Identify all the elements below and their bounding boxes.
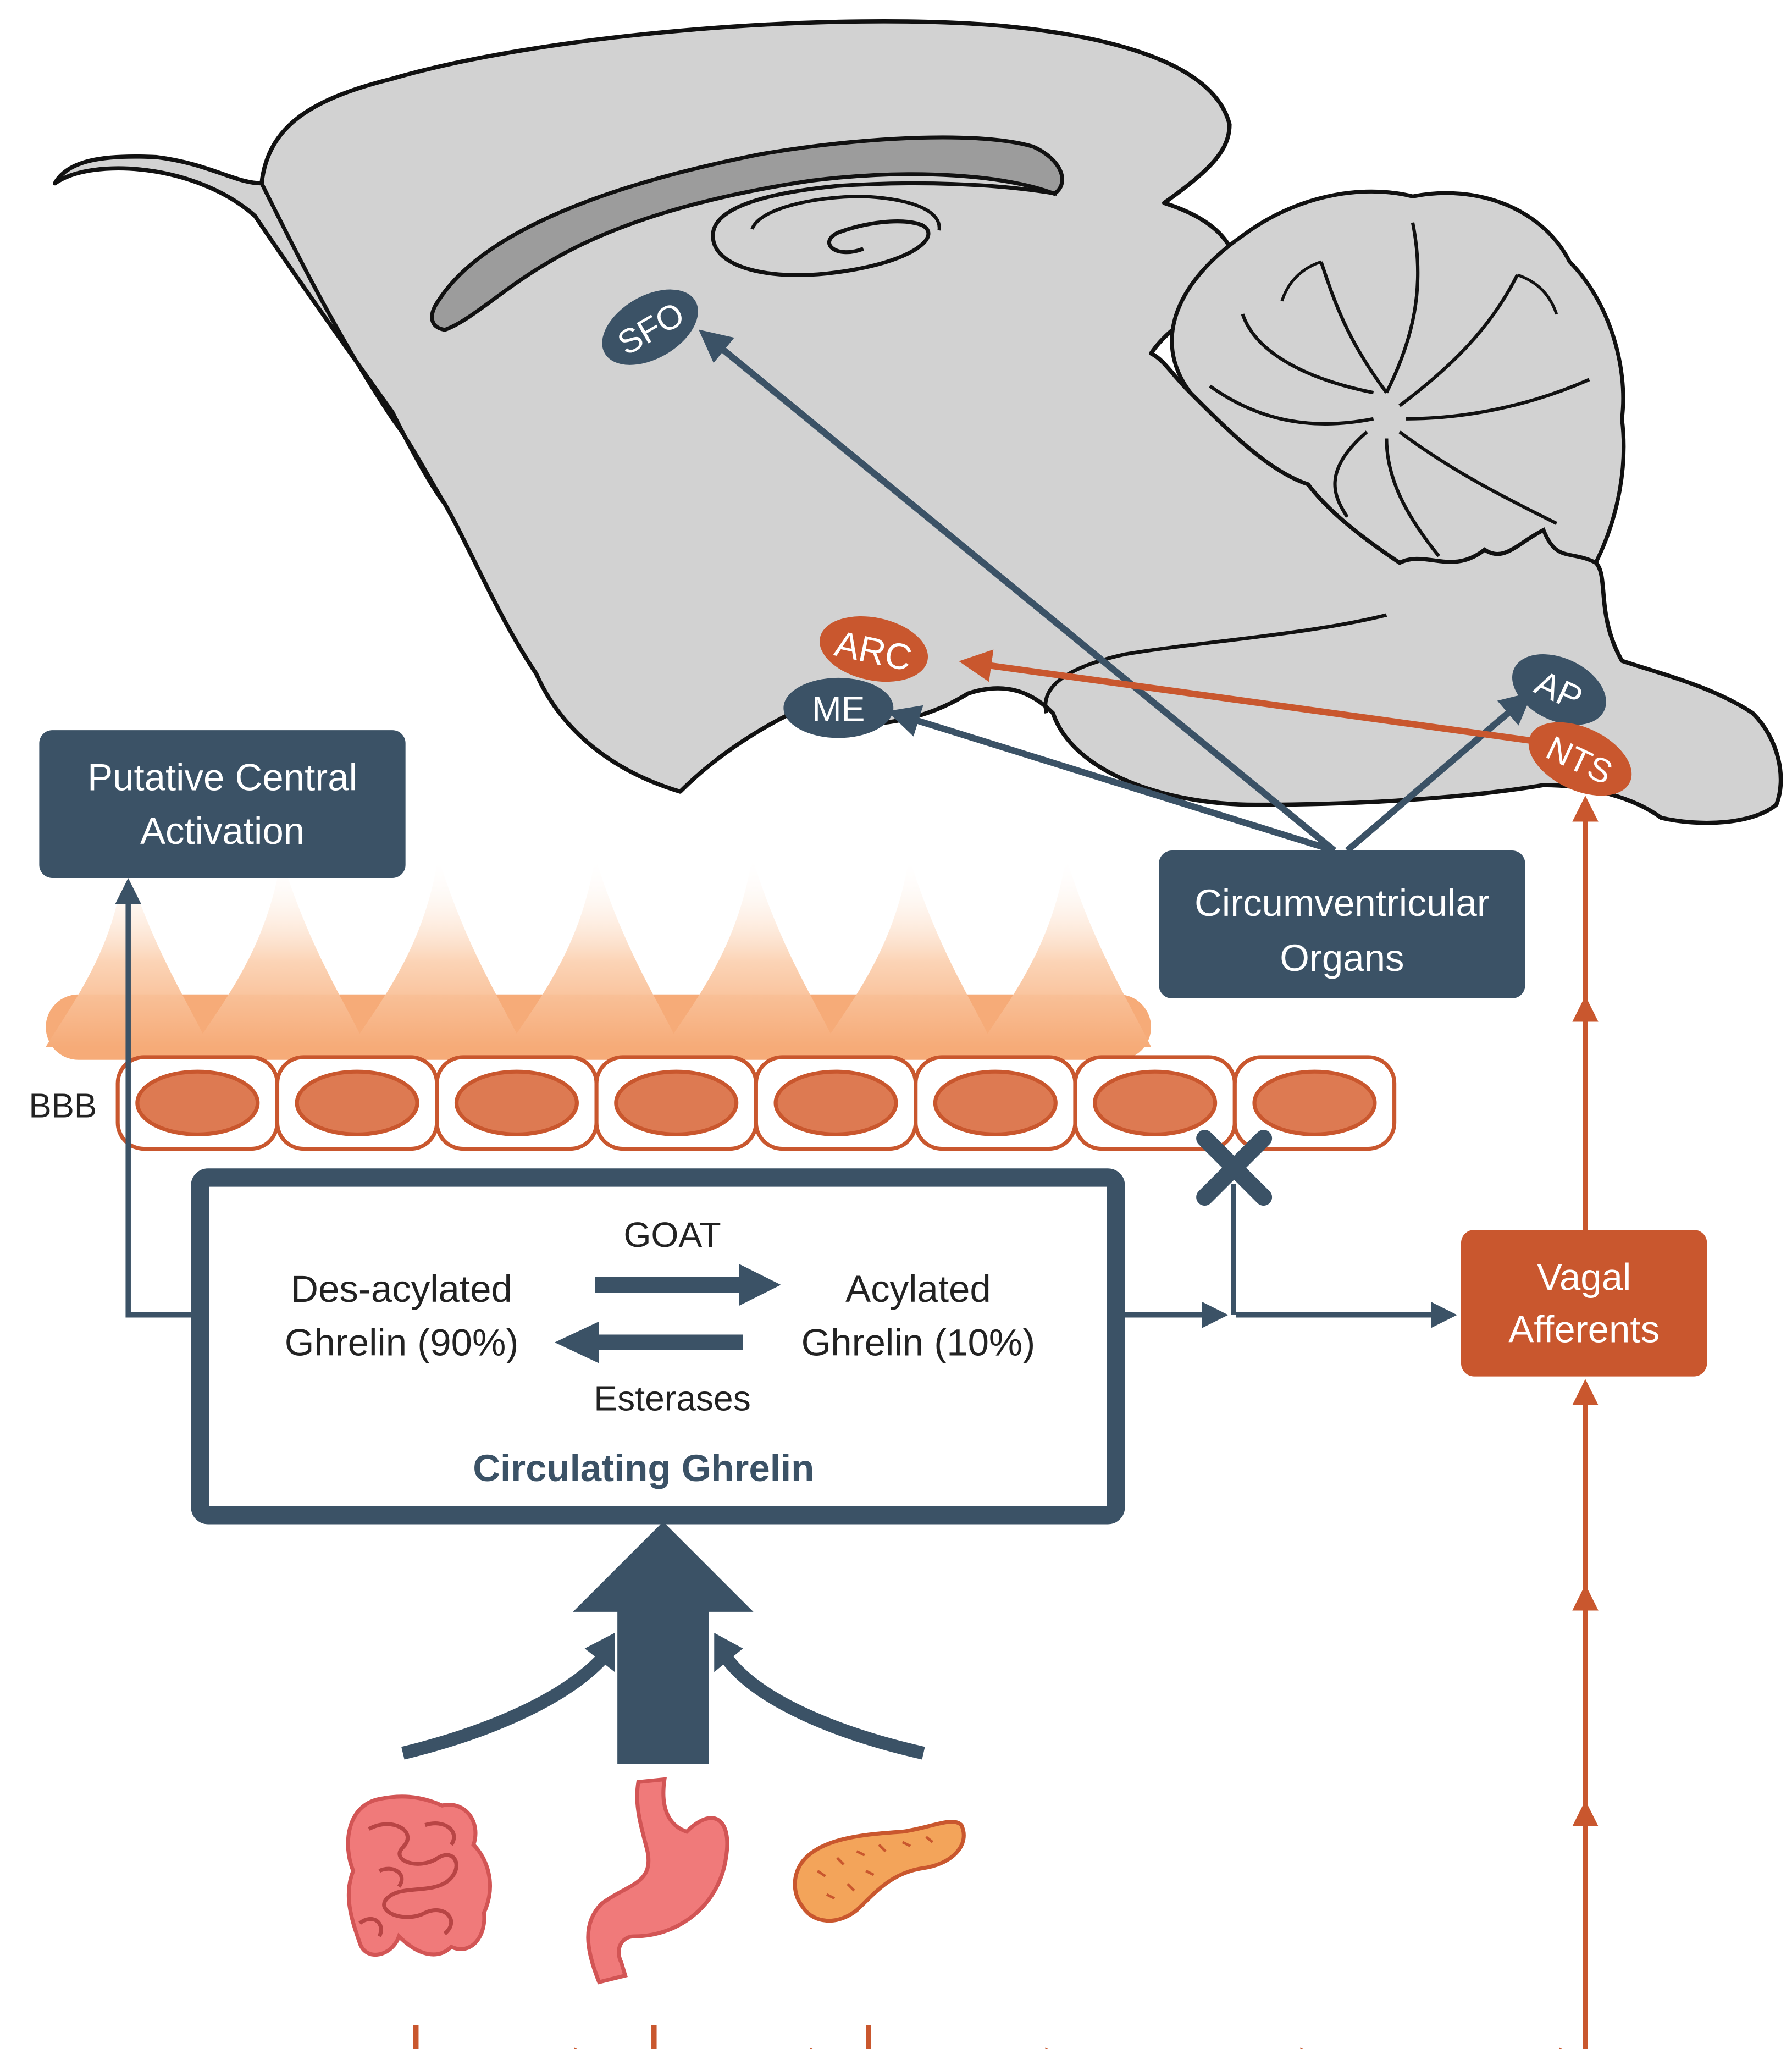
corpus-callosum (430, 135, 1064, 332)
navy-connectors (115, 329, 1533, 1328)
hippocampus-inner (750, 195, 941, 231)
bbb-endothelium (115, 1055, 1397, 1151)
cvo-line2: Organs (1280, 937, 1404, 979)
goat-label: GOAT (623, 1215, 721, 1255)
intestine-icon (346, 1794, 492, 1957)
des-acylated-line2: Ghrelin (90%) (285, 1322, 519, 1364)
bbb-cell-nucleus (1252, 1069, 1377, 1136)
arrow-nts-to-arc (959, 649, 1551, 747)
me-label: ME (812, 689, 865, 728)
brain (53, 19, 1783, 825)
blocked-x-icon (1196, 1130, 1273, 1206)
putative-line1: Putative Central (87, 756, 357, 799)
cvo-line1: Circumventricular (1194, 882, 1490, 924)
arrow-cvo-to-me (887, 705, 1335, 854)
bbb-label: BBB (29, 1087, 97, 1125)
arrow-cvo-to-sfo (699, 329, 1336, 853)
putative-line2: Activation (140, 810, 305, 852)
glow-peaks (46, 857, 1152, 1047)
left-curved-arrow (401, 1654, 607, 1760)
acylated-line2: Ghrelin (10%) (801, 1322, 1036, 1364)
right-curved-arrow (722, 1655, 925, 1760)
circulating-ghrelin-title: Circulating Ghrelin (473, 1447, 814, 1489)
stomach-icon (586, 1777, 729, 1985)
arrow-cvo-to-ap (1345, 692, 1533, 853)
region-me: ME (783, 677, 894, 738)
region-arc: ARC (820, 616, 928, 682)
main-secretion-arrow (573, 1521, 754, 1764)
bbb-glow (46, 857, 1152, 1060)
bbb-cell-nucleus (773, 1069, 898, 1136)
bbb-cell-nucleus (454, 1069, 579, 1136)
esterase-arrow (554, 1321, 743, 1363)
bbb-cell-nucleus (933, 1069, 1058, 1136)
circumventricular-organs-box: Circumventricular Organs (1159, 850, 1525, 998)
des-acylated-line1: Des-acylated (291, 1268, 512, 1310)
acylated-line1: Acylated (845, 1268, 991, 1310)
pancreas-icon (793, 1820, 966, 1923)
hippocampus (711, 181, 1058, 277)
bbb-cell-nucleus (295, 1069, 419, 1136)
brainstem-line (1043, 613, 1387, 714)
bbb-cell-nucleus (1093, 1069, 1218, 1136)
vagal-line1: Vagal (1537, 1256, 1631, 1299)
vagal-afferents-box: Vagal Afferents (1461, 1230, 1707, 1377)
goat-arrow (595, 1263, 781, 1306)
orange-connectors (413, 649, 1599, 2049)
vagal-line2: Afferents (1508, 1308, 1660, 1351)
bbb-cell-nucleus (614, 1069, 739, 1136)
putative-central-activation-box: Putative Central Activation (39, 730, 406, 878)
esterases-label: Esterases (594, 1378, 751, 1418)
bbb-cell-nucleus (135, 1069, 260, 1136)
organ-secretion-arrows (401, 1521, 925, 1764)
region-ap: AP (1512, 654, 1606, 725)
olfactory-fold (259, 182, 447, 505)
circulating-ghrelin-box: GOAT Esterases Des-acylated Ghrelin (90%… (191, 1168, 1125, 1525)
cerebellum (1170, 189, 1626, 566)
